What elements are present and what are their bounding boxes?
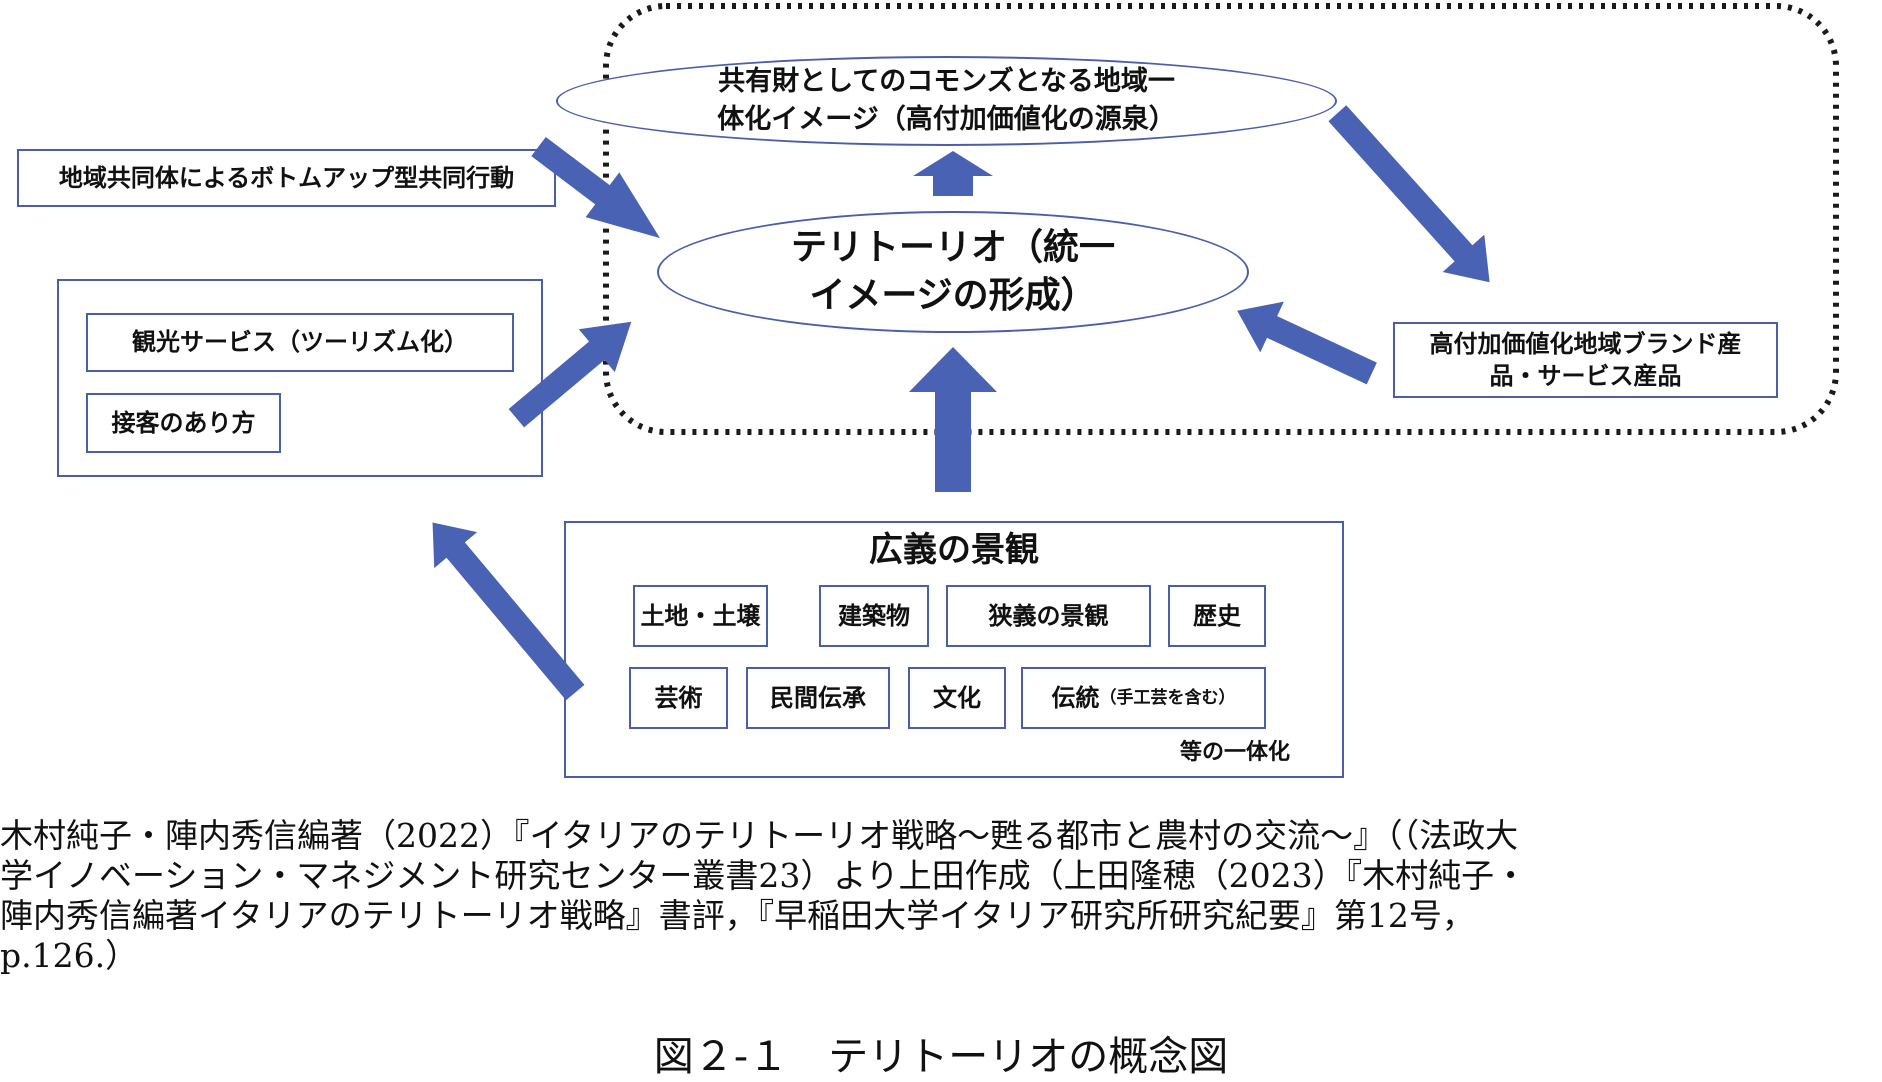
figure-caption: 木村純子・陣内秀信編著（2022）『イタリアのテリトーリオ戦略～甦る都市と農村の… bbox=[0, 816, 1528, 975]
territorio-label: テリトーリオ（統一 イメージの形成） bbox=[790, 227, 1115, 316]
landscape-item-box bbox=[629, 667, 728, 729]
brand-box bbox=[1393, 322, 1778, 398]
landscape-item-box bbox=[908, 667, 1006, 729]
landscape-item: 芸術 bbox=[654, 683, 703, 712]
tourism-label: 観光サービス（ツーリズム化） bbox=[132, 328, 468, 357]
landscape-title: 広義の景観 bbox=[869, 530, 1039, 571]
landscape-item-box bbox=[819, 585, 929, 647]
landscape-item: 民間伝承 bbox=[770, 683, 866, 712]
figure-title: 図２-１ テリトーリオの概念図 bbox=[653, 1034, 1229, 1080]
landscape-item: 建築物 bbox=[838, 601, 910, 630]
landscape-item-box bbox=[633, 585, 768, 647]
landscape-item: 伝統 bbox=[1051, 683, 1100, 712]
landscape-item-box bbox=[746, 667, 890, 729]
landscape-item: 狭義の景観 bbox=[988, 601, 1109, 630]
landscape-item: 文化 bbox=[933, 683, 981, 712]
tradition-note: （手工芸を含む） bbox=[1099, 687, 1236, 708]
arrow-up-to-commons bbox=[913, 151, 993, 196]
landscape-item-box bbox=[1168, 585, 1266, 647]
integration-note: 等の一体化 bbox=[1179, 740, 1290, 766]
commons-label: 共有財としてのコモンズとなる地域一 体化イメージ（高付加価値化の源泉） bbox=[717, 66, 1176, 135]
bottom-up-box bbox=[17, 149, 556, 207]
landscape-item: 土地・土壌 bbox=[640, 601, 761, 630]
bottom-up-label: 地域共同体によるボトムアップ型共同行動 bbox=[58, 163, 515, 192]
tradition-item: 伝統（手工芸を含む） bbox=[1021, 667, 1266, 729]
territorio-ellipse: テリトーリオ（統一 イメージの形成） bbox=[657, 211, 1249, 333]
landscape-box bbox=[564, 521, 1344, 778]
brand-label: 高付加価値化地域ブランド産 品・サービス産品 bbox=[1429, 330, 1742, 390]
landscape-item-box bbox=[946, 585, 1151, 647]
arrows bbox=[909, 151, 997, 492]
hospitality-box bbox=[86, 393, 281, 453]
tourism-box bbox=[86, 313, 514, 372]
landscape-item: 歴史 bbox=[1193, 601, 1241, 630]
landscape-item-box bbox=[1021, 667, 1266, 729]
arrow-landscape-to-territorio bbox=[909, 347, 997, 492]
hospitality-label: 接客のあり方 bbox=[111, 408, 256, 437]
commons-ellipse: 共有財としてのコモンズとなる地域一 体化イメージ（高付加価値化の源泉） bbox=[556, 56, 1337, 146]
